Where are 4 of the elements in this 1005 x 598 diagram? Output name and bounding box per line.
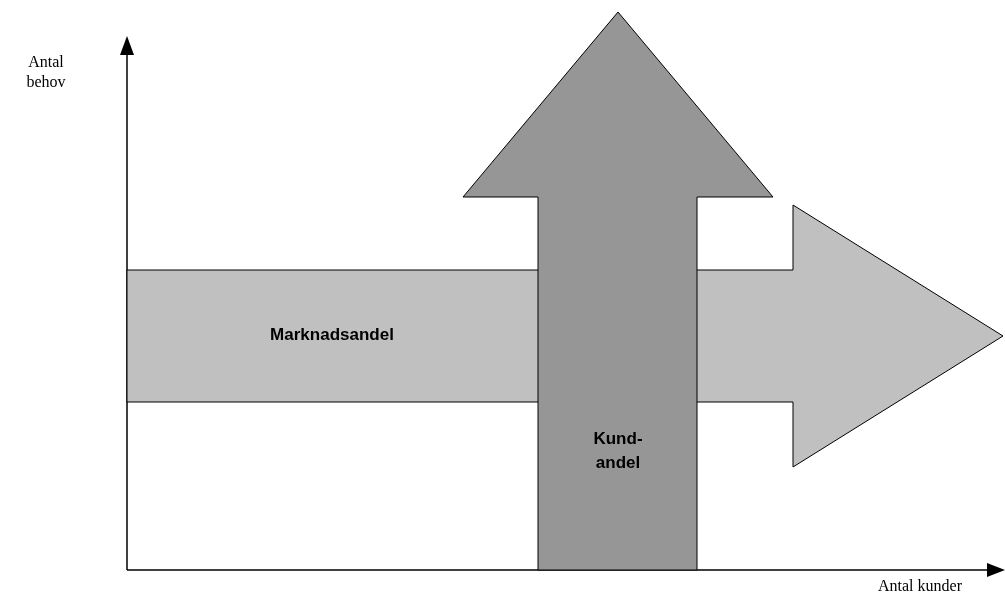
arrow-label: Marknadsandel <box>269 324 395 346</box>
axis-label: Antal behov <box>25 52 67 92</box>
arrow-label: Kund- andel <box>592 428 644 474</box>
axis-label: Antal kunder <box>877 576 963 596</box>
